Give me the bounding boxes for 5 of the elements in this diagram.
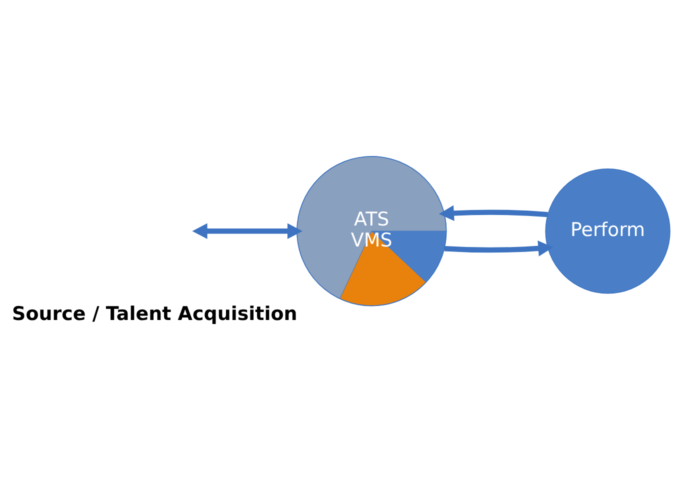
arrow	[192, 223, 303, 240]
node-label: Source / Talent Acquisition	[12, 303, 298, 326]
arrow	[438, 205, 548, 222]
node-circle: Perform	[545, 168, 670, 294]
arrow	[444, 240, 554, 256]
